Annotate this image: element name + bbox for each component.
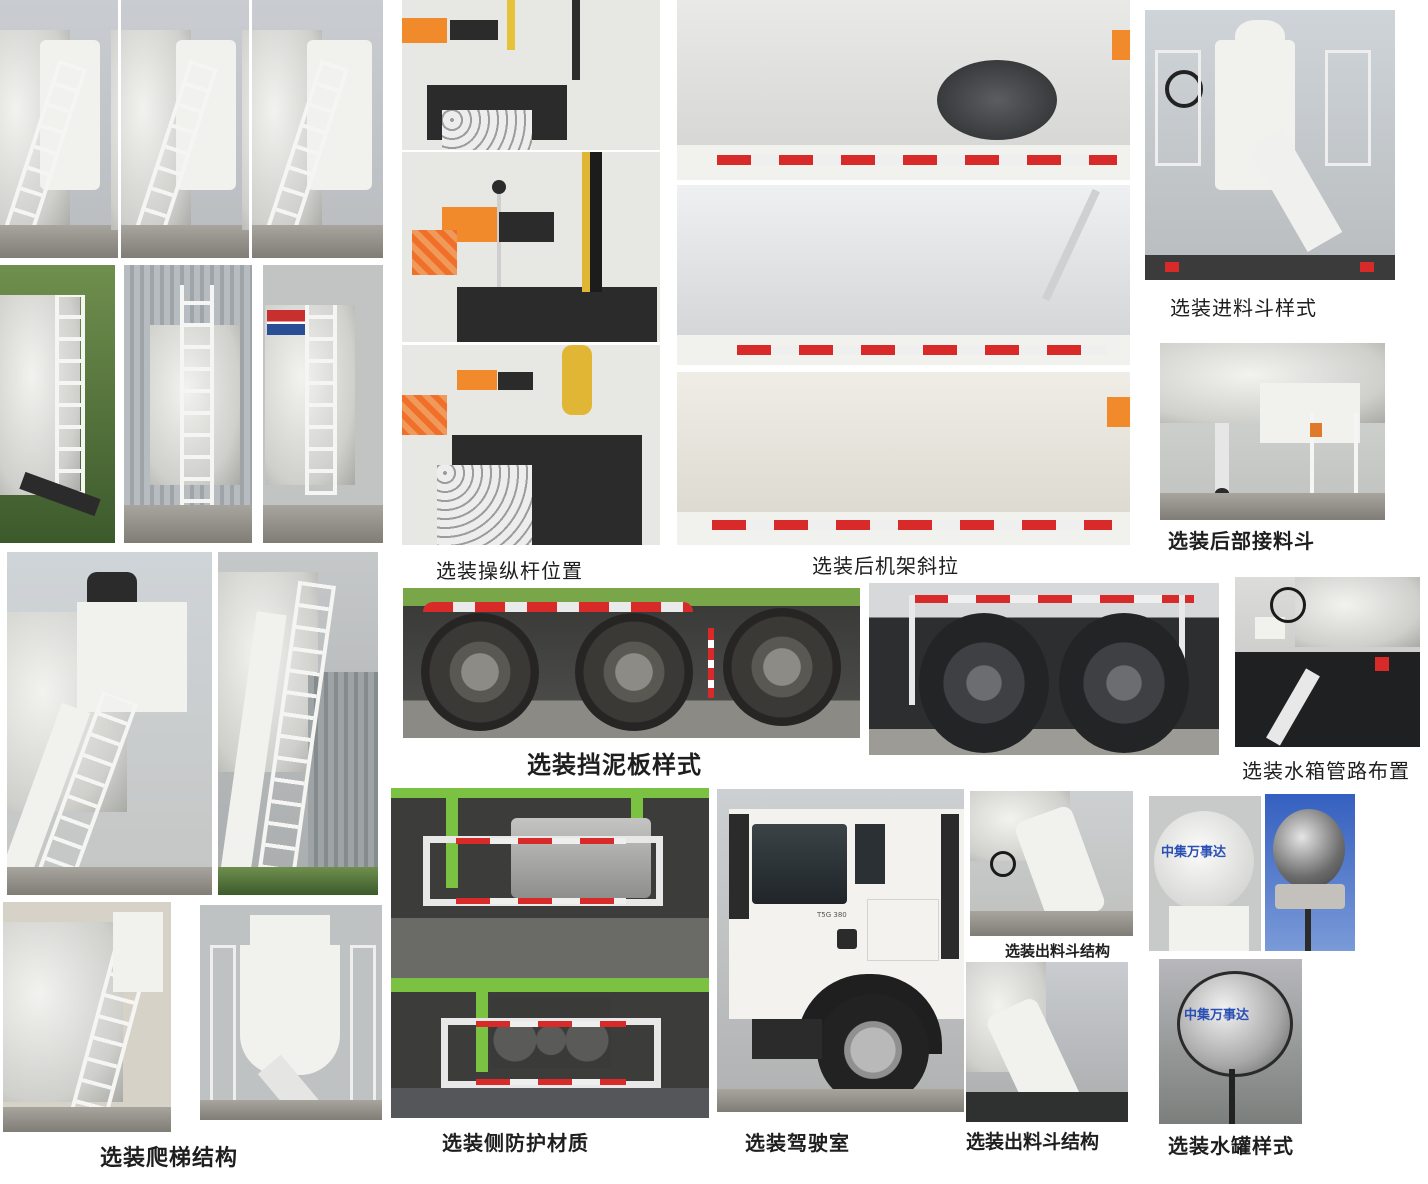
photo-rear-frame-brace bbox=[677, 0, 1130, 545]
caption-hopper-style: 选装进料斗样式 bbox=[1170, 296, 1317, 320]
photo-water-tank-piping bbox=[1235, 577, 1420, 747]
photo-ladder-rear-bottom bbox=[0, 265, 383, 543]
caption-rear-receiving-hopper: 选装后部接料斗 bbox=[1168, 529, 1315, 553]
photo-rear-receiving-hopper bbox=[1160, 343, 1385, 520]
caption-side-guard-material: 选装侧防护材质 bbox=[442, 1131, 589, 1155]
photo-mudguard-1 bbox=[403, 588, 860, 738]
photo-feed-hopper bbox=[1145, 10, 1395, 280]
photo-water-tank-painted: 中集万事达 bbox=[1149, 796, 1261, 951]
photo-water-tank-steel-closeup: 中集万事达 bbox=[1159, 959, 1302, 1124]
photo-ladder-rear-top bbox=[0, 0, 383, 258]
caption-mudguard-style: 选装挡泥板样式 bbox=[527, 751, 702, 779]
caption-lever-position: 选装操纵杆位置 bbox=[436, 559, 583, 583]
photo-ladder-closeup-2 bbox=[218, 552, 378, 895]
photo-ladder-closeup-3 bbox=[3, 902, 171, 1132]
caption-water-tank-piping: 选装水箱管路布置 bbox=[1242, 759, 1410, 783]
photo-ladder-closeup-1 bbox=[7, 552, 212, 895]
tank-lettering-painted: 中集万事达 bbox=[1161, 845, 1227, 860]
tank-lettering-steel: 中集万事达 bbox=[1184, 1008, 1250, 1023]
photo-water-tank-steel bbox=[1265, 794, 1355, 951]
photo-discharge-chute-1 bbox=[970, 791, 1133, 936]
photo-cab: T5G 380 bbox=[717, 789, 964, 1112]
photo-discharge-chute-2 bbox=[966, 962, 1128, 1122]
caption-discharge-chute-2: 选装出料斗结构 bbox=[966, 1131, 1100, 1153]
cab-badge: T5G 380 bbox=[817, 911, 847, 919]
photo-ladder-closeup-4 bbox=[200, 905, 382, 1120]
caption-rear-frame-brace: 选装后机架斜拉 bbox=[812, 554, 959, 578]
caption-water-tank-style: 选装水罐样式 bbox=[1168, 1134, 1294, 1158]
photo-side-guard bbox=[391, 788, 709, 1118]
photo-control-lever bbox=[402, 0, 660, 545]
caption-discharge-chute-1: 选装出料斗结构 bbox=[1005, 942, 1111, 960]
caption-ladder-structure: 选装爬梯结构 bbox=[100, 1146, 239, 1171]
caption-cab: 选装驾驶室 bbox=[745, 1131, 850, 1155]
photo-mudguard-2 bbox=[869, 583, 1219, 755]
